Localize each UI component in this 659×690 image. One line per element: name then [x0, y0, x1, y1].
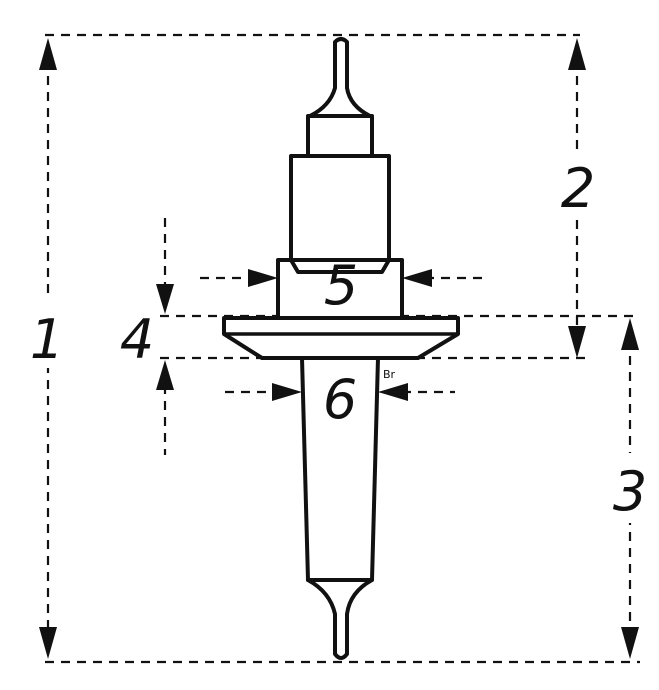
dimension-4-arrow-down-icon — [156, 284, 174, 314]
dimension-5-arrow-left-icon — [402, 269, 432, 287]
dimension-5-arrow-right-icon — [248, 269, 278, 287]
dimension-6: 6 Br — [225, 368, 455, 431]
top-pivot — [308, 37, 372, 118]
dimension-3: 3 — [602, 318, 657, 659]
dimension-2: 2 — [550, 38, 605, 358]
dimension-2-arrow-down-icon — [568, 326, 586, 358]
upper-cylinder — [289, 154, 391, 262]
dimension-3-arrow-down-icon — [621, 627, 639, 659]
dimension-1-arrow-up-icon — [39, 38, 57, 70]
bottom-pivot — [306, 578, 374, 660]
label-2: 2 — [561, 157, 595, 220]
dimension-1-arrow-down-icon — [39, 627, 57, 659]
dimension-6-arrow-right-icon — [272, 383, 302, 401]
dimension-6-arrow-left-icon — [378, 383, 408, 401]
label-3: 3 — [613, 460, 647, 523]
staff-body — [222, 37, 460, 660]
top-collet — [306, 114, 374, 158]
label-4: 4 — [120, 308, 154, 371]
small-mark: Br — [383, 368, 396, 381]
dimension-4-arrow-up-icon — [156, 360, 174, 390]
label-5: 5 — [324, 254, 358, 317]
dimension-4: 4 — [120, 218, 174, 455]
label-1: 1 — [30, 308, 64, 371]
flange — [222, 316, 460, 360]
dimension-2-arrow-up-icon — [568, 38, 586, 70]
label-6: 6 — [323, 368, 357, 431]
dimension-5: 5 — [200, 254, 482, 317]
dimension-1: 1 — [22, 33, 640, 664]
dimension-3-arrow-up-icon — [621, 318, 639, 350]
